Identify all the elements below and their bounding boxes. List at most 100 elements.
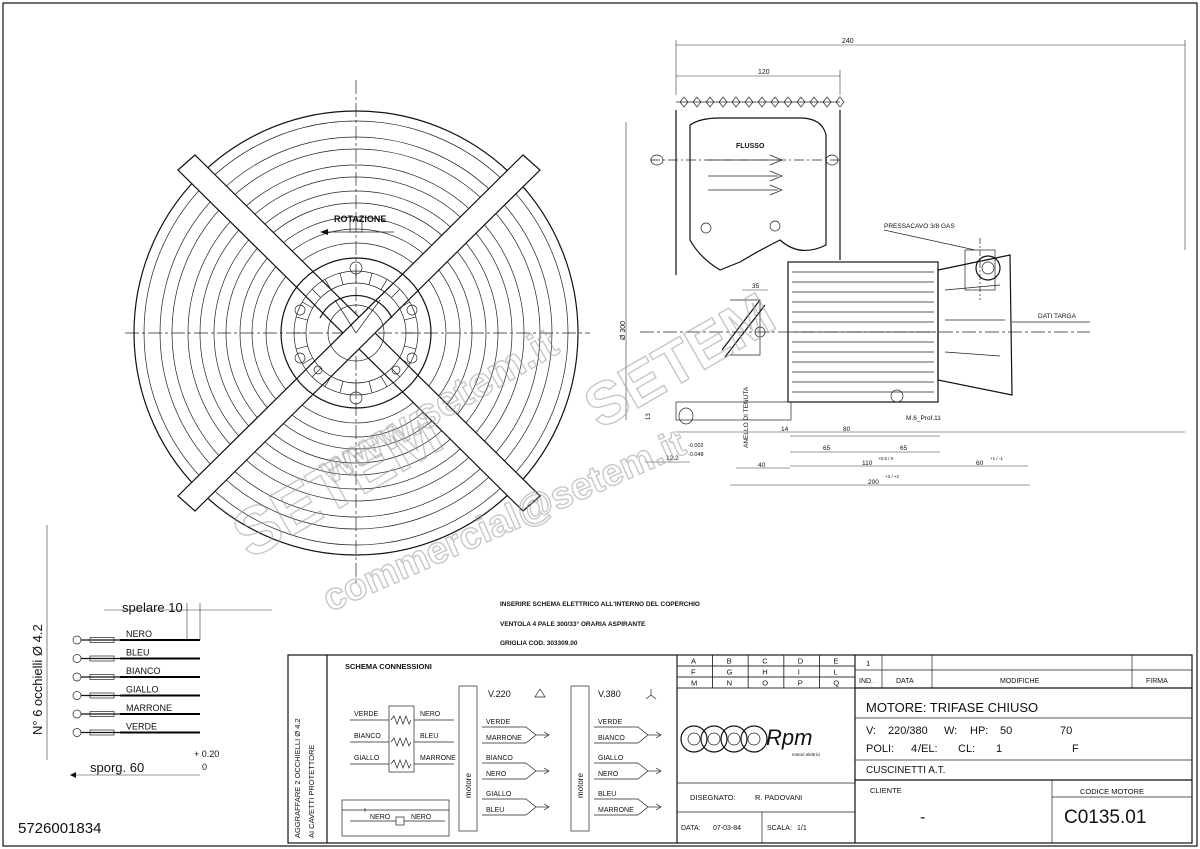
hub-fin [311, 288, 321, 298]
header-changes: MODIFICHE [1000, 678, 1040, 685]
hub-fin [368, 273, 373, 285]
crimp-note-1: AGGRAFFARE 2 OCCHIELLI Ø 4.2 [293, 718, 302, 838]
eyelet [72, 709, 82, 719]
dim-12-2: 12.2 [666, 455, 679, 462]
eyelet [72, 635, 82, 645]
dim-60: 60 [976, 460, 984, 467]
header-date: DATA [896, 678, 914, 685]
voltage-wire-label: BIANCO [598, 735, 625, 742]
grille-ring [159, 136, 553, 530]
seal-ring-label: ANELLO DI TENUTA [743, 386, 750, 448]
terminal-arrow [543, 767, 550, 775]
tol-b: -0.048 [688, 452, 704, 458]
grille-tooth [744, 96, 754, 108]
grille-tooth [731, 96, 741, 108]
drawn-by-value: R. PADOVANI [755, 793, 802, 802]
grille-tooth [692, 96, 702, 108]
tol-a: -0.002 [688, 443, 704, 449]
logo-text: Rpm [766, 725, 812, 750]
part-code: 5726001834 [18, 820, 101, 837]
crimp-terminal [89, 711, 115, 717]
grille-tooth [770, 96, 780, 108]
wire-legend: N° 6 occhielli Ø 4.2 spelare 10 NEROBLEU… [18, 525, 272, 837]
grid-letter: Q [833, 679, 839, 688]
crimp-terminal [89, 729, 115, 736]
wire-color-label: VERDE [126, 722, 157, 732]
date-value: 07-03-84 [713, 825, 741, 832]
hub-fin [391, 368, 401, 378]
diameter-300: Ø 300 [620, 321, 627, 340]
voltage-wire-label: NERO [598, 771, 619, 778]
v380-label: V.380 [598, 689, 621, 699]
hub-fin [296, 316, 308, 321]
note-3: GRIGLIA COD. 303309.00 [500, 640, 578, 647]
grille-ring [225, 202, 487, 464]
grille-ring [171, 148, 541, 518]
dim-65b: 65 [900, 445, 908, 452]
grid-letter: F [691, 668, 696, 677]
watermark: www.setem.it SETEM SETEM commercial@sete… [219, 279, 786, 621]
hub-fin [302, 301, 313, 309]
dim-120: 120 [758, 69, 770, 76]
grille-tooth [809, 96, 819, 108]
grid-cell [783, 665, 820, 678]
voltage-wire-label: BLEU [486, 807, 504, 814]
scale-label: SCALA: [767, 825, 792, 832]
wire-color-label: BIANCO [126, 666, 161, 676]
schema-left-wire: BIANCO [354, 733, 381, 740]
schema-bottom-a: NERO [370, 814, 391, 821]
grille-ring [187, 164, 525, 502]
wire-color-label: BLEU [126, 648, 150, 658]
motor-type: MOTORE: TRIFASE CHIUSO [866, 700, 1038, 715]
grille-tooth [796, 96, 806, 108]
dim-200: 200 [868, 479, 879, 486]
terminal-arrow [543, 731, 550, 739]
crimp-note-2: AI CAVETTI PROTETTORE [307, 745, 316, 838]
schema-right-wire: NERO [420, 711, 441, 718]
header-signature: FIRMA [1146, 678, 1168, 685]
grille-tooth [835, 96, 845, 108]
logo-subtext: motori elettrici [792, 752, 820, 757]
terminal-arrow [655, 803, 662, 811]
fan-grille-front-view: ROTAZIONE [125, 80, 590, 585]
schema-left-wire: GIALLO [354, 755, 380, 762]
dim-110-tol: +0.5 / 0 [878, 456, 894, 461]
voltage-wire-label: NERO [486, 771, 507, 778]
grid-letter: E [833, 657, 838, 666]
rotation-label: ROTAZIONE [334, 214, 386, 224]
drawn-by-label: DISEGNATO: [690, 793, 736, 802]
strip-label: spelare 10 [122, 600, 183, 615]
dim-14: 14 [781, 426, 789, 433]
tol-plus: + 0.20 [194, 749, 219, 759]
voltage-label: V: [866, 725, 876, 737]
motor-code-label: CODICE MOTORE [1080, 787, 1144, 796]
dim-200-tol: +2 / +2 [885, 474, 900, 479]
hub-fin [391, 288, 401, 298]
grille-tooth [718, 96, 728, 108]
link-bracket [525, 726, 537, 744]
hub-fin [302, 357, 313, 365]
class-label: CL: [958, 743, 975, 755]
hub-fin [380, 376, 388, 387]
grid-letter: G [727, 668, 733, 677]
dim-80: 80 [843, 426, 851, 433]
hub-fin [296, 345, 308, 350]
eyelet [72, 728, 82, 737]
motor-side-view: 240 120 FLUSSO Ø 300 PRESSACAVO 3/8 GA [620, 38, 1186, 486]
poles-value: 4 [911, 743, 917, 755]
flow-label: FLUSSO [736, 143, 765, 150]
grille-tooth [705, 96, 715, 108]
dim-40: 40 [758, 462, 766, 469]
link-bracket [637, 798, 649, 816]
schema-bottom-b: NERO [411, 814, 432, 821]
link-bracket [525, 798, 537, 816]
watt-label: W: [944, 725, 957, 737]
note-2: VENTOLA 4 PALE 300/33° ORARIA ASPIRANTE [500, 620, 646, 628]
poles-label: POLI: [866, 743, 894, 755]
hub-fin [368, 381, 373, 393]
schema-right-wire: BLEU [420, 733, 438, 740]
hub-fin [404, 316, 416, 321]
link-bracket [637, 726, 649, 744]
